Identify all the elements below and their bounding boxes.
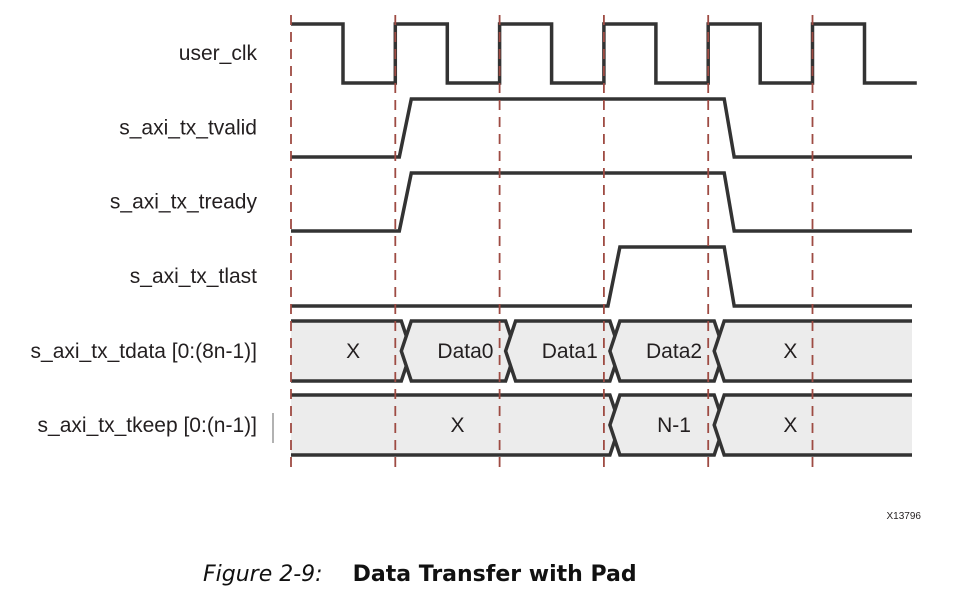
signal-label: user_clk (179, 42, 258, 65)
bus-segment-outline (712, 319, 912, 383)
bus-segment-fill (609, 395, 725, 455)
level-waveform (291, 245, 912, 308)
bus-segment-fill (609, 321, 725, 381)
level-waveform (291, 171, 912, 233)
signal-label: s_axi_tx_tdata [0:(8n-1)] (31, 340, 257, 363)
bus-segment-outline (712, 393, 912, 457)
figure-id: X13796 (887, 511, 922, 522)
bus-segment-fill (505, 321, 620, 381)
bus-segment-fill (291, 395, 620, 455)
signal-label: s_axi_tx_tkeep [0:(n-1)] (38, 414, 257, 437)
bus-value-label: Data1 (542, 340, 598, 363)
bus-value-label: X (783, 340, 797, 363)
level-waveform (291, 97, 912, 159)
figure-number: Figure 2-9: (203, 562, 323, 587)
bus-value-label: Data2 (646, 340, 702, 363)
bus-value-label: Data0 (437, 340, 493, 363)
signal-label: s_axi_tx_tready (110, 191, 258, 214)
bus-value-label: X (346, 340, 360, 363)
bus-segment-fill (714, 321, 912, 381)
bus-5: X N-1 X (291, 393, 912, 457)
bus-4: X Data0 Data1 Data2 X (291, 319, 912, 383)
bus-segment-fill (291, 321, 412, 381)
figure-caption: Figure 2-9: Data Transfer with Pad (203, 562, 637, 587)
signal-label: s_axi_tx_tlast (130, 265, 257, 288)
figure-title: Data Transfer with Pad (352, 562, 637, 587)
signal-label: s_axi_tx_tvalid (119, 117, 257, 140)
bus-value-label: X (783, 414, 797, 437)
bus-segment-fill (401, 321, 516, 381)
bus-value-label: N-1 (657, 414, 691, 437)
bus-value-label: X (450, 414, 464, 437)
